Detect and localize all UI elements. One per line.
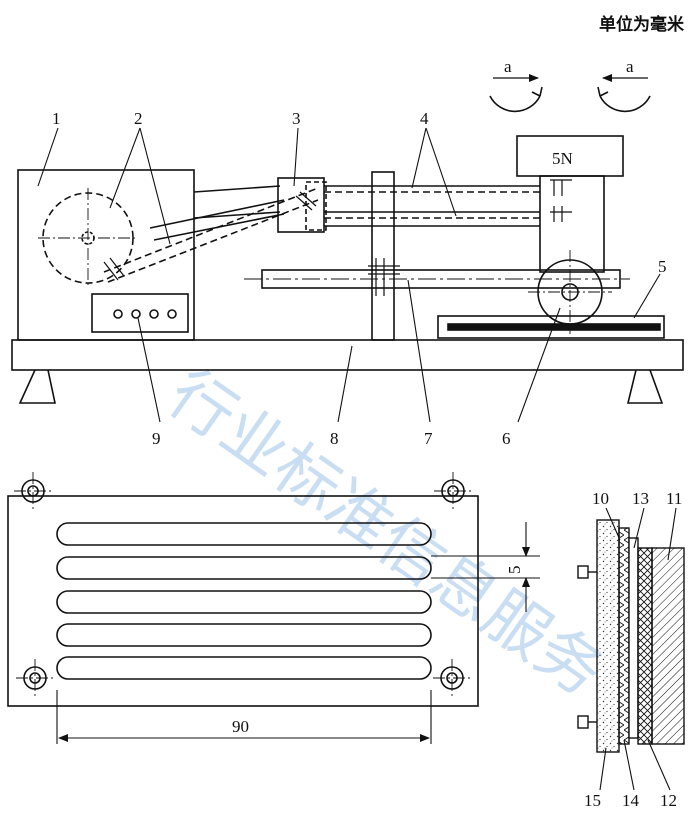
slot-3 [56, 590, 432, 614]
motor-housing [17, 169, 195, 341]
slot-5 [56, 656, 432, 680]
svg-text:行业标准信息服务: 行业标准信息服务 [155, 357, 617, 711]
guide-post [371, 171, 395, 341]
part-label-6: 6 [502, 429, 511, 448]
part-label-14: 14 [622, 791, 640, 810]
clamp-block [277, 177, 325, 233]
leader-lines-bottom [599, 507, 677, 791]
part-label-7: 7 [424, 429, 433, 448]
sample-plate [437, 315, 665, 339]
layer-12 [637, 547, 653, 745]
cross-section-view [577, 519, 685, 753]
layer-13 [628, 537, 639, 739]
knob-4 [167, 309, 177, 319]
part-label-2: 2 [134, 109, 143, 128]
slot-1 [56, 522, 432, 546]
control-panel [91, 293, 189, 333]
dim-slot-pitch [431, 522, 540, 612]
part-label-15: 15 [584, 791, 601, 810]
dim-label-plate-length: 90 [232, 717, 249, 736]
apparatus-view [11, 86, 684, 404]
unit-note: 单位为毫米 [599, 15, 684, 35]
part-label-4: 4 [420, 109, 429, 128]
foot-left [18, 369, 56, 404]
slotted-plate [7, 495, 479, 707]
rotation-arrow-right [599, 95, 651, 113]
knob-2 [131, 309, 141, 319]
slot-4 [56, 623, 432, 647]
layer-14 [618, 527, 630, 745]
base-plate [11, 339, 684, 371]
knob-3 [149, 309, 159, 319]
knob-1 [113, 309, 123, 319]
layer-15 [596, 519, 620, 753]
part-label-13: 13 [632, 489, 649, 508]
part-label-5: 5 [658, 257, 667, 276]
part-label-1: 1 [52, 109, 61, 128]
weight-label: 5N [552, 149, 573, 168]
watermark: 行业标准信息服务 [155, 357, 617, 711]
part-label-9: 9 [152, 429, 161, 448]
rotation-arrow-left [489, 95, 541, 113]
part-label-11: 11 [666, 489, 682, 508]
layer-11 [651, 547, 685, 745]
part-label-10: 10 [592, 489, 609, 508]
slot-2 [56, 556, 432, 580]
part-label-12: 12 [660, 791, 677, 810]
carriage [539, 175, 605, 273]
dim-label-slot-pitch: 5 [505, 566, 524, 575]
leader-lines-top [37, 127, 661, 423]
dim-plate-length [56, 690, 432, 744]
part-label-3: 3 [292, 109, 301, 128]
dir-label-2: a [626, 57, 634, 76]
foot-right [626, 369, 664, 404]
part-label-8: 8 [330, 429, 339, 448]
dir-label-1: a [504, 57, 512, 76]
